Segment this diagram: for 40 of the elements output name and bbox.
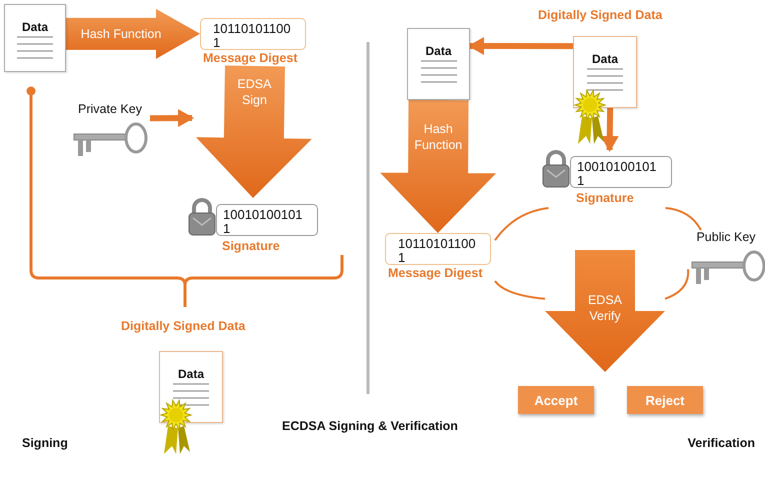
connector-arc bbox=[664, 269, 690, 300]
document-box bbox=[4, 4, 66, 72]
connector-arc bbox=[494, 280, 546, 300]
box-caption: Signature bbox=[576, 191, 634, 205]
connector-arc bbox=[494, 207, 549, 241]
node-label: Digitally Signed Data bbox=[538, 8, 662, 22]
section-label: Signing bbox=[22, 436, 68, 450]
box-caption: Message Digest bbox=[388, 266, 482, 280]
document-box bbox=[159, 351, 223, 423]
document-title: Data bbox=[425, 45, 452, 57]
result-button: Accept bbox=[518, 386, 594, 414]
edge-label: Hash Function bbox=[80, 26, 162, 42]
key-name: Public Key bbox=[696, 230, 756, 244]
binary-value: 100101001011 bbox=[577, 160, 658, 188]
arrow bbox=[468, 37, 573, 55]
node-label: Digitally Signed Data bbox=[121, 319, 246, 333]
document-title: Data bbox=[592, 53, 618, 65]
document-title: Data bbox=[22, 21, 48, 33]
arrow bbox=[600, 108, 619, 152]
diagram-title: ECDSA Signing & Verification bbox=[282, 419, 458, 433]
document-box bbox=[407, 28, 470, 100]
document-box bbox=[573, 36, 637, 108]
block-arrow bbox=[545, 250, 665, 372]
section-label: Verification bbox=[688, 436, 755, 450]
connector-arc bbox=[665, 207, 702, 231]
edge-label: EDSA Sign bbox=[236, 76, 272, 108]
arrow-label: EDSA Verify bbox=[586, 292, 624, 324]
box-caption: Message Digest bbox=[203, 51, 298, 65]
document-title: Data bbox=[178, 368, 204, 380]
box-caption: Signature bbox=[222, 239, 280, 253]
binary-value: 101101011001 bbox=[213, 22, 292, 50]
key-name: Private Key bbox=[78, 102, 142, 116]
binary-value: 101101011001 bbox=[398, 237, 477, 265]
block-arrow bbox=[380, 100, 496, 233]
block-arrow bbox=[196, 66, 312, 198]
block-arrow bbox=[66, 8, 200, 59]
edge-label: Hash Function bbox=[413, 120, 464, 153]
binary-value: 100101001011 bbox=[223, 208, 304, 236]
arrow bbox=[150, 109, 194, 128]
result-button: Reject bbox=[627, 386, 703, 414]
